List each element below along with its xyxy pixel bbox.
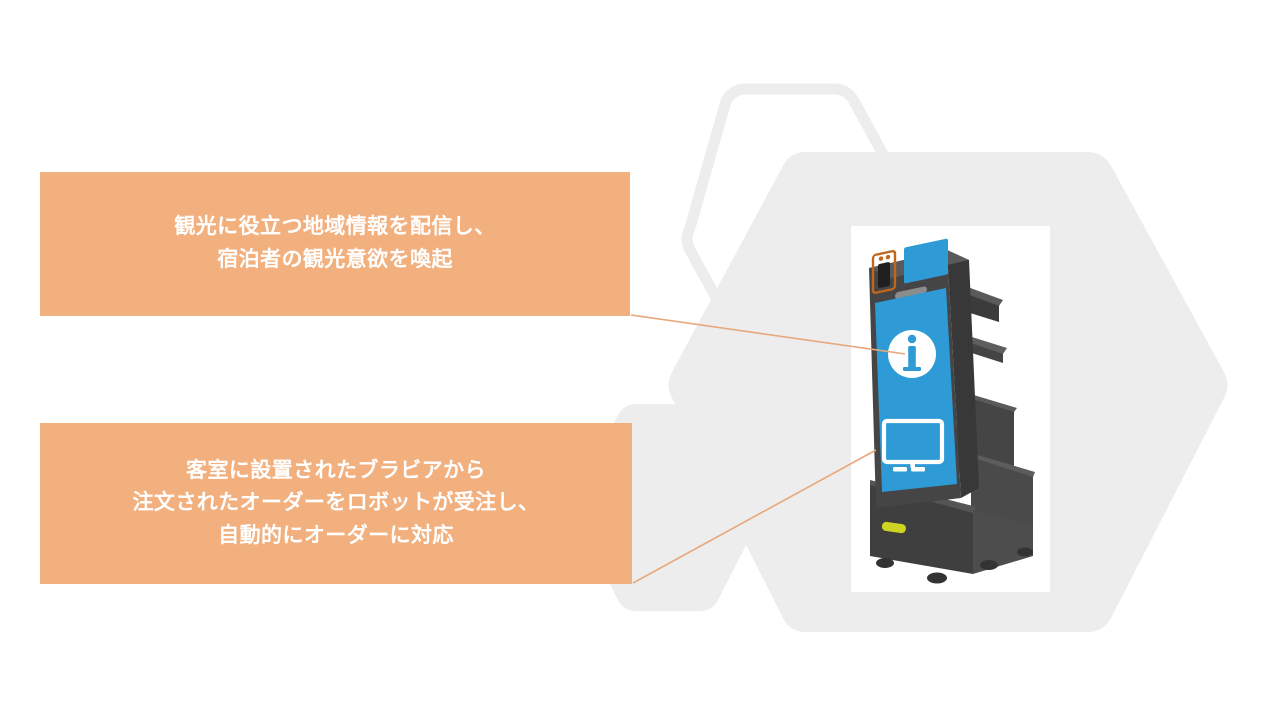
room-order-callout-text: 客室に設置されたブラビアから 注文されたオーダーをロボットが受注し、 自動的にオ… <box>132 458 540 547</box>
robot-head-display <box>904 238 948 284</box>
service-robot-illustration <box>869 238 1035 584</box>
monitor-icon <box>881 418 945 472</box>
robot-base-right-face <box>973 510 1033 574</box>
robot-sensor-module <box>871 249 897 294</box>
robot-foot <box>980 560 998 570</box>
tourism-info-callout-text: 観光に役立つ地域情報を配信し、 宿泊者の観光意欲を喚起 <box>174 215 496 271</box>
room-order-callout[interactable]: 客室に設置されたブラビアから 注文されたオーダーをロボットが受注し、 自動的にオ… <box>40 423 632 584</box>
connector-order-to-monitor-icon <box>632 449 877 584</box>
robot-speaker-slot <box>895 286 927 299</box>
robot-foot <box>927 572 947 584</box>
robot-foot <box>876 558 894 568</box>
robot-foot <box>1017 547 1033 557</box>
robot-status-sticker <box>881 521 906 534</box>
tourism-info-callout[interactable]: 観光に役立つ地域情報を配信し、 宿泊者の観光意欲を喚起 <box>40 172 630 316</box>
robot-lower-rear-box-top <box>971 453 1035 477</box>
info-icon <box>888 330 936 378</box>
robot-column-side <box>947 250 979 498</box>
